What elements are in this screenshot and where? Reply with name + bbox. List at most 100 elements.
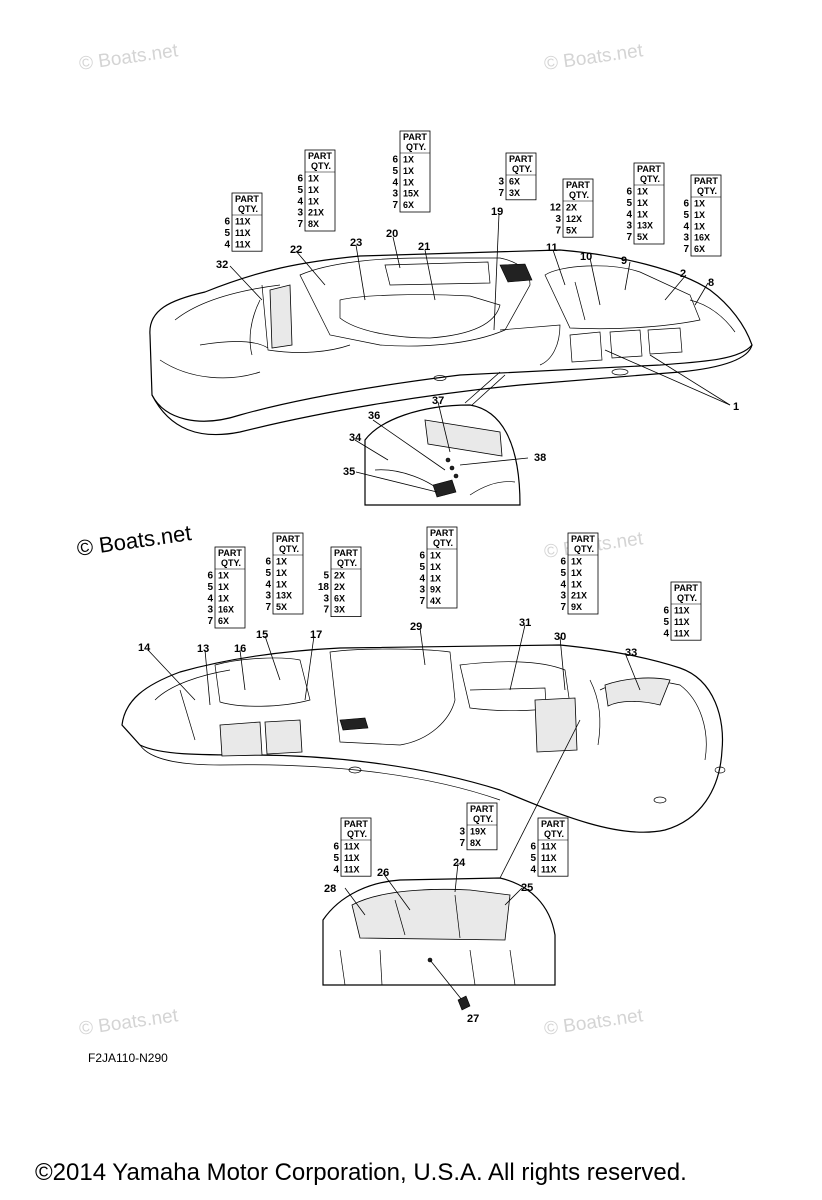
callout-number: 31 [519, 617, 531, 629]
qty-box-part-number: 5 [207, 582, 213, 593]
qty-box-frame [272, 532, 304, 615]
qty-box-part-number: 7 [392, 200, 398, 211]
qty-box-part-number: 6 [663, 606, 669, 617]
qty-box-quantity: 1X [276, 557, 287, 567]
callout-number: 24 [453, 857, 466, 869]
qty-box-part-number: 4 [626, 209, 632, 220]
qty-box-frame [340, 817, 372, 877]
callout-number: 20 [386, 228, 398, 240]
qty-box-frame [505, 152, 537, 201]
qty-box-quantity: 4X [430, 596, 441, 606]
callout-number: 21 [418, 241, 430, 253]
qty-box-quantity: 11X [235, 239, 251, 249]
qty-box-header-qty: QTY. [433, 538, 453, 548]
qty-box-part-number: 4 [265, 579, 271, 590]
qty-box-frame [537, 817, 569, 877]
qty-box-header-part: PART [308, 151, 332, 161]
qty-box-part-number: 5 [224, 228, 230, 239]
detail-inset-upper [364, 371, 521, 506]
qty-box-part-number: 5 [560, 568, 566, 579]
qty-box-quantity: 11X [344, 864, 360, 874]
qty-box-frame [214, 546, 246, 629]
callout-number: 8 [708, 277, 714, 289]
qty-box-quantity: 11X [344, 853, 360, 863]
qty-box-part-number: 5 [265, 568, 271, 579]
qty-box-quantity: 6X [218, 616, 229, 626]
qty-box-quantity: 21X [571, 591, 587, 601]
qty-box-header-part: PART [694, 176, 718, 186]
qty-box-part-number: 6 [530, 842, 536, 853]
callout-number: 15 [256, 629, 268, 641]
qty-box-frame [304, 149, 336, 232]
qty-box-part-number: 3 [419, 585, 425, 596]
callout-number: 33 [625, 647, 637, 659]
qty-box-part-number: 4 [530, 864, 536, 875]
qty-box-header-qty: QTY. [569, 190, 589, 200]
qty-box-quantity: 6X [334, 593, 345, 603]
qty-box-header-part: PART [430, 528, 454, 538]
qty-box-part-number: 3 [265, 591, 271, 602]
qty-box-quantity: 2X [334, 582, 345, 592]
watermark: © Boats.net [543, 1005, 645, 1040]
qty-box-header-part: PART [218, 548, 242, 558]
qty-box-quantity: 5X [637, 232, 648, 242]
qty-box-part-number: 3 [392, 189, 398, 200]
qty-box-quantity: 11X [541, 853, 557, 863]
watermark: © Boats.net [543, 40, 645, 75]
qty-box-quantity: 16X [218, 605, 234, 615]
qty-box-quantity: 12X [566, 214, 582, 224]
qty-box-part-number: 3 [207, 605, 213, 616]
callout-number: 16 [234, 643, 246, 655]
qty-box-quantity: 1X [276, 579, 287, 589]
qty-box-part-number: 3 [459, 827, 465, 838]
qty-box-quantity: 1X [308, 174, 319, 184]
qty-box-part-number: 5 [683, 210, 689, 221]
qty-box-part-number: 3 [498, 177, 504, 188]
qty-box-quantity: 1X [571, 579, 582, 589]
qty-box-header-part: PART [334, 548, 358, 558]
qty-box-quantity: 1X [403, 166, 414, 176]
qty-box-part-number: 7 [626, 232, 632, 243]
qty-box-quantity: 1X [637, 209, 648, 219]
qty-box-header-part: PART [509, 154, 533, 164]
qty-box-quantity: 6X [509, 177, 520, 187]
qty-box-header-part: PART [276, 534, 300, 544]
qty-box-quantity: 1X [276, 568, 287, 578]
qty-box-quantity: 1X [403, 177, 414, 187]
qty-box-quantity: 1X [308, 185, 319, 195]
callout-number: 11 [546, 242, 558, 254]
qty-box-part-number: 4 [297, 196, 303, 207]
qty-box-quantity: 1X [571, 568, 582, 578]
qty-box-header-qty: QTY. [221, 558, 241, 568]
qty-box-part-number: 6 [392, 155, 398, 166]
qty-box-quantity: 1X [637, 198, 648, 208]
qty-box-quantity: 13X [637, 221, 653, 231]
callout-number: 36 [368, 410, 380, 422]
qty-box-quantity: 1X [218, 582, 229, 592]
qty-box-part-number: 3 [560, 591, 566, 602]
upper-deck-drawing [149, 249, 753, 436]
qty-box-part-number: 4 [560, 579, 566, 590]
qty-box-header-qty: QTY. [473, 814, 493, 824]
qty-box-header-qty: QTY. [279, 544, 299, 554]
callout-number: 28 [324, 883, 336, 895]
qty-box-header-qty: QTY. [574, 544, 594, 554]
qty-box-quantity: 6X [403, 200, 414, 210]
qty-box-quantity: 5X [276, 602, 287, 612]
qty-box-quantity: 9X [430, 585, 441, 595]
qty-box-quantity: 11X [674, 617, 690, 627]
qty-box-quantity: 8X [470, 838, 481, 848]
qty-box-quantity: 5X [566, 225, 577, 235]
qty-box-part-number: 7 [297, 219, 303, 230]
qty-box-part-number: 6 [626, 187, 632, 198]
